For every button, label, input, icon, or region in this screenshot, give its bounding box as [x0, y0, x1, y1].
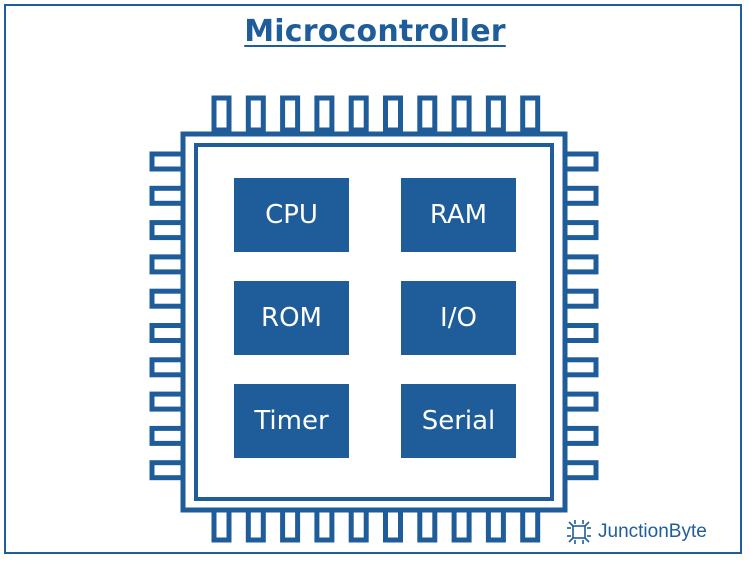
- rom-block: ROM: [234, 281, 349, 355]
- pin-bottom-2: [245, 505, 266, 543]
- pin-right-6: [561, 323, 599, 343]
- pin-left-2: [149, 185, 187, 206]
- pin-top-4: [314, 95, 335, 133]
- pin-bottom-4: [314, 505, 335, 543]
- timer-block: Timer: [234, 384, 349, 458]
- pin-right-10: [561, 460, 599, 481]
- pin-bottom-8: [451, 505, 472, 543]
- pin-right-7: [561, 357, 599, 378]
- pin-left-8: [149, 391, 187, 412]
- pin-right-9: [561, 425, 599, 446]
- pin-top-9: [485, 95, 506, 133]
- pin-left-9: [149, 425, 187, 446]
- io-block: I/O: [401, 281, 516, 355]
- pin-left-1: [149, 151, 187, 172]
- brand-name: JunctionByte: [598, 521, 707, 542]
- diagram-title: Microcontroller: [244, 14, 506, 49]
- pin-left-7: [149, 357, 187, 378]
- chip-body-inner: [194, 143, 554, 501]
- pin-top-6: [383, 95, 403, 133]
- pin-bottom-5: [348, 505, 369, 543]
- outer-frame: [4, 4, 742, 554]
- pin-bottom-6: [383, 505, 403, 543]
- pin-left-4: [149, 254, 187, 275]
- pin-top-5: [348, 95, 369, 133]
- chip-logo-icon: [566, 519, 592, 545]
- pin-top-7: [417, 95, 438, 133]
- pin-right-1: [561, 151, 599, 172]
- pin-bottom-1: [211, 505, 232, 543]
- pin-top-8: [451, 95, 472, 133]
- pin-right-3: [561, 220, 599, 241]
- pin-left-5: [149, 288, 187, 309]
- pin-right-4: [561, 254, 599, 275]
- pin-bottom-7: [417, 505, 438, 543]
- pin-bottom-3: [280, 505, 301, 543]
- brand-logo: JunctionByte: [566, 518, 707, 546]
- pin-bottom-9: [485, 505, 506, 543]
- pin-left-6: [149, 323, 187, 343]
- pin-left-10: [149, 460, 187, 481]
- pin-right-5: [561, 288, 599, 309]
- pin-left-3: [149, 220, 187, 241]
- pin-top-3: [280, 95, 301, 133]
- ram-block: RAM: [401, 178, 516, 252]
- pin-right-8: [561, 391, 599, 412]
- pin-top-2: [245, 95, 266, 133]
- pin-bottom-10: [520, 505, 541, 543]
- pin-top-10: [520, 95, 541, 133]
- pin-right-2: [561, 185, 599, 206]
- pin-top-1: [211, 95, 232, 133]
- cpu-block: CPU: [234, 178, 349, 252]
- serial-block: Serial: [401, 384, 516, 458]
